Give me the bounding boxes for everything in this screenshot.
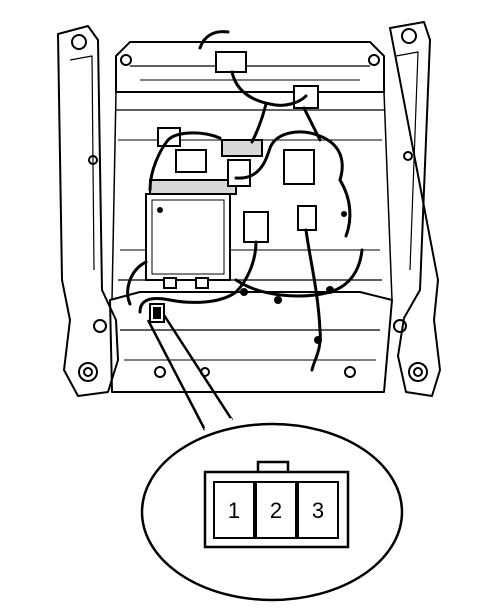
right-side-rail xyxy=(389,21,441,397)
pin-label-3: 3 xyxy=(312,498,324,523)
rear-cross-member xyxy=(115,41,385,93)
harness-clips xyxy=(157,207,347,344)
pin-cavity-3 xyxy=(297,481,339,539)
pin-cavity-1 xyxy=(213,481,255,539)
leader-line-left xyxy=(146,319,207,431)
leader-line-right xyxy=(160,311,234,421)
target-connector xyxy=(149,303,165,323)
detail-callout xyxy=(140,311,404,602)
connector-face-view xyxy=(203,460,350,549)
pin-label-1: 1 xyxy=(228,498,240,523)
wiring-harness xyxy=(126,30,364,372)
pin-labels: 1 2 3 xyxy=(228,498,324,523)
seat-control-module xyxy=(145,179,237,289)
pin-cavity-2 xyxy=(255,481,297,539)
left-side-rail xyxy=(57,25,119,397)
upper-connectors xyxy=(157,51,319,243)
seat-frame xyxy=(57,21,441,397)
pin-label-2: 2 xyxy=(270,498,282,523)
